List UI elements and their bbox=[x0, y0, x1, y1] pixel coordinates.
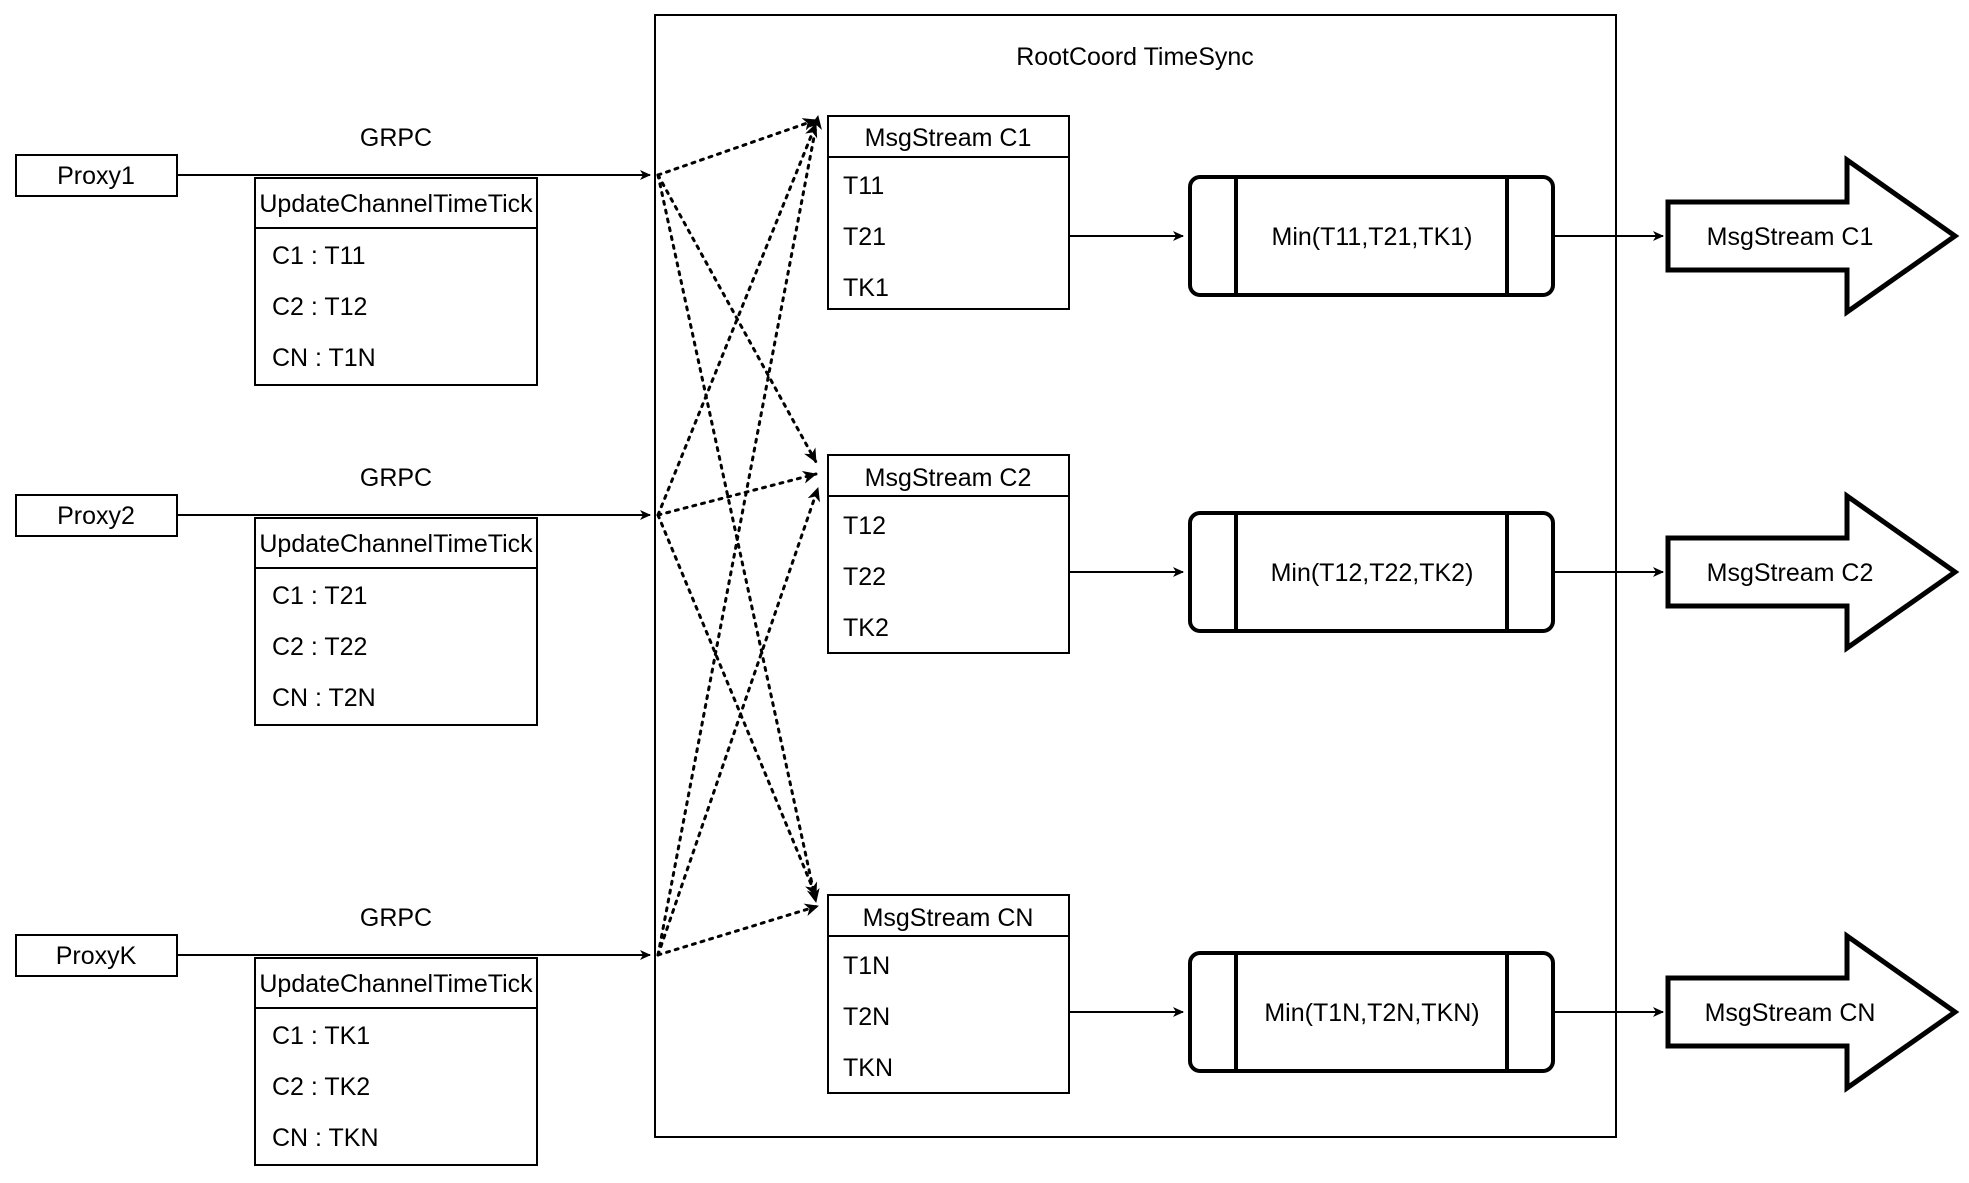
request-entry-3-2: CN : TKN bbox=[272, 1124, 379, 1152]
protocol-label-3: GRPC bbox=[360, 904, 432, 932]
request-entry-1-1: C2 : T12 bbox=[272, 293, 367, 321]
fanout-link-p2-cn bbox=[656, 513, 818, 898]
fanout-link-pk-c2 bbox=[656, 486, 820, 957]
rootcoord-title: RootCoord TimeSync bbox=[1016, 43, 1254, 71]
fanout-link-pk-cn bbox=[656, 903, 820, 957]
request-header-3: UpdateChannelTimeTick bbox=[259, 970, 533, 998]
request-header-1: UpdateChannelTimeTick bbox=[259, 190, 533, 218]
output-block-arrow-3: MsgStream CN bbox=[1665, 931, 1960, 1093]
proxy-label-1: Proxy1 bbox=[57, 162, 135, 190]
proxy-label-2: Proxy2 bbox=[57, 502, 135, 530]
min-process-box-1: Min(T11,T21,TK1) bbox=[1188, 175, 1555, 297]
msgstream-entry-2-0: T12 bbox=[843, 512, 886, 540]
update-channel-timetick-box-3: UpdateChannelTimeTick C1 : TK1 C2 : TK2 … bbox=[254, 957, 538, 1166]
proxy-label-3: ProxyK bbox=[56, 942, 137, 970]
msgstream-box-3: MsgStream CN T1N T2N TKN bbox=[827, 894, 1070, 1094]
min-process-box-3: Min(T1N,T2N,TKN) bbox=[1188, 951, 1555, 1073]
msgstream-entry-3-1: T2N bbox=[843, 1003, 890, 1031]
fanout-link-p2-c1 bbox=[656, 122, 818, 517]
row-group-3: ProxyK GRPC UpdateChannelTimeTick C1 : T… bbox=[15, 894, 1960, 1166]
msgstream-entry-1-2: TK1 bbox=[843, 274, 889, 302]
msgstream-box-1: MsgStream C1 T11 T21 TK1 bbox=[827, 115, 1070, 310]
msgstream-entry-3-0: T1N bbox=[843, 952, 890, 980]
request-header-2: UpdateChannelTimeTick bbox=[259, 530, 533, 558]
msgstream-entry-3-2: TKN bbox=[843, 1054, 893, 1082]
min-label-3: Min(T1N,T2N,TKN) bbox=[1264, 999, 1479, 1027]
request-entry-2-1: C2 : T22 bbox=[272, 633, 367, 661]
msgstream-box-2: MsgStream C2 T12 T22 TK2 bbox=[827, 454, 1070, 654]
msgstream-header-2: MsgStream C2 bbox=[865, 464, 1032, 492]
update-channel-timetick-box-1: UpdateChannelTimeTick C1 : T11 C2 : T12 … bbox=[254, 177, 538, 386]
fanout-link-pk-c1 bbox=[656, 114, 822, 957]
request-entry-2-0: C1 : T21 bbox=[272, 582, 367, 610]
msgstream-entry-2-2: TK2 bbox=[843, 614, 889, 642]
min-label-2: Min(T12,T22,TK2) bbox=[1271, 559, 1474, 587]
msgstream-header-1: MsgStream C1 bbox=[865, 124, 1032, 152]
row-group-1: Proxy1 GRPC UpdateChannelTimeTick C1 : T… bbox=[15, 115, 1960, 386]
proxy-box-1[interactable]: Proxy1 bbox=[15, 154, 178, 197]
min-process-box-2: Min(T12,T22,TK2) bbox=[1188, 511, 1555, 633]
fanout-connectors bbox=[656, 114, 822, 957]
fanout-link-p1-c1 bbox=[656, 118, 818, 177]
min-label-1: Min(T11,T21,TK1) bbox=[1272, 223, 1473, 251]
request-entry-3-0: C1 : TK1 bbox=[272, 1022, 370, 1050]
output-label-3: MsgStream CN bbox=[1705, 999, 1876, 1027]
msgstream-entry-2-1: T22 bbox=[843, 563, 886, 591]
msgstream-header-3: MsgStream CN bbox=[863, 904, 1034, 932]
row-group-2: Proxy2 GRPC UpdateChannelTimeTick C1 : T… bbox=[15, 454, 1960, 726]
protocol-label-1: GRPC bbox=[360, 124, 432, 152]
output-label-2: MsgStream C2 bbox=[1707, 559, 1874, 587]
msgstream-entry-1-0: T11 bbox=[843, 172, 884, 200]
request-entry-1-2: CN : T1N bbox=[272, 344, 376, 372]
update-channel-timetick-box-2: UpdateChannelTimeTick C1 : T21 C2 : T22 … bbox=[254, 517, 538, 726]
request-entry-1-0: C1 : T11 bbox=[272, 242, 366, 270]
msgstream-entry-1-1: T21 bbox=[843, 223, 886, 251]
proxy-box-2[interactable]: Proxy2 bbox=[15, 494, 178, 537]
output-block-arrow-2: MsgStream C2 bbox=[1665, 491, 1960, 653]
output-label-1: MsgStream C1 bbox=[1707, 223, 1874, 251]
protocol-label-2: GRPC bbox=[360, 464, 432, 492]
output-block-arrow-1: MsgStream C1 bbox=[1665, 155, 1960, 317]
fanout-link-p2-c2 bbox=[656, 470, 818, 517]
fanout-link-p1-c2 bbox=[656, 173, 818, 464]
proxy-box-3[interactable]: ProxyK bbox=[15, 934, 178, 977]
request-entry-3-1: C2 : TK2 bbox=[272, 1073, 370, 1101]
request-entry-2-2: CN : T2N bbox=[272, 684, 376, 712]
